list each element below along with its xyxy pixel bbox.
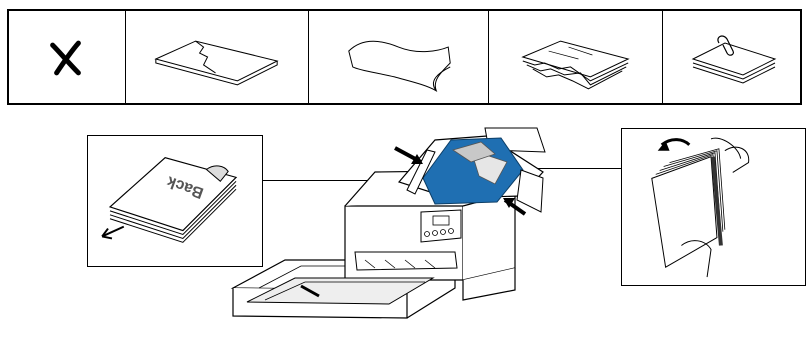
scanner-icon xyxy=(230,127,546,319)
face-down-callout: Back xyxy=(87,135,263,267)
right-leader-line xyxy=(510,168,621,169)
torn-paper-icon xyxy=(154,40,279,86)
wrinkled-stack-icon xyxy=(521,40,630,90)
fanning-callout xyxy=(621,128,806,286)
blue-paper xyxy=(422,137,524,205)
paper-clip-stack-icon xyxy=(691,35,777,84)
x-mark-icon xyxy=(50,40,81,76)
torn-paper-cell xyxy=(126,11,309,103)
curled-paper-cell xyxy=(309,11,489,103)
fanning-paper-icon xyxy=(651,137,750,278)
scanner-illustration xyxy=(225,120,555,342)
face-down-stack-icon: Back xyxy=(101,157,238,243)
left-leader-line xyxy=(263,180,431,181)
paper-type-strip xyxy=(7,9,802,105)
curled-paper-icon xyxy=(348,40,451,92)
clipped-paper-cell xyxy=(663,11,800,103)
wrinkled-stack-cell xyxy=(489,11,663,103)
not-allowed-cell xyxy=(9,11,126,103)
